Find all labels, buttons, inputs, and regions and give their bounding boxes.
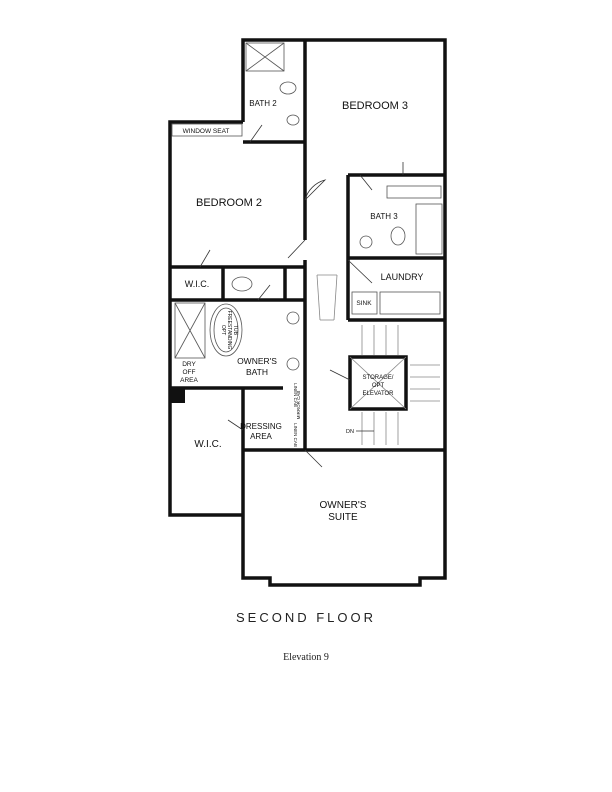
label-dressing-1: DRESSING (240, 422, 282, 431)
label-down: DN (346, 429, 354, 435)
label-bedroom3: BEDROOM 3 (342, 100, 408, 112)
label-storage-1: STORAGE/ (363, 375, 394, 381)
label-tub-2: FREESTANDING (226, 311, 232, 350)
label-wic-2: W.I.C. (194, 439, 221, 450)
label-storage-2: OPT (372, 383, 385, 389)
label-laundry: LAUNDRY (381, 272, 424, 282)
label-bath2: BATH 2 (249, 99, 277, 108)
label-linen-cab-2: LINEN CAB (293, 423, 298, 447)
label-owners-bath-2: BATH (246, 367, 268, 377)
label-bedroom2: BEDROOM 2 (196, 197, 262, 209)
label-dressing-2: AREA (250, 432, 272, 441)
label-dry-off-3: AREA (180, 377, 198, 384)
label-owners-suite-1: OWNER'S (320, 500, 367, 511)
label-window-seat: WINDOW SEAT (183, 128, 230, 135)
label-tub-1: OPT (220, 325, 226, 335)
room-labels: BEDROOM 3 BATH 2 WINDOW SEAT BEDROOM 2 B… (180, 99, 423, 523)
label-linen-cab: LINEN CAB (293, 383, 298, 407)
fixtures (171, 42, 443, 445)
label-owners-bath-1: OWNER'S (237, 356, 277, 366)
label-storage-3: ELEVATOR (362, 391, 394, 397)
doors (199, 124, 404, 468)
elevation-label: Elevation 9 (283, 652, 329, 663)
label-bath3: BATH 3 (370, 212, 398, 221)
walls (168, 38, 447, 587)
column (171, 389, 185, 403)
label-sink: SINK (356, 300, 372, 307)
label-dry-off-1: DRY (182, 361, 196, 368)
label-mirror-cab: MIRROR CAB (296, 391, 301, 420)
label-dry-off-2: OFF (183, 369, 196, 376)
label-wic-1: W.I.C. (185, 279, 210, 289)
label-tub-3: TUB (232, 325, 238, 336)
label-owners-suite-2: SUITE (328, 512, 358, 523)
floor-title: SECOND FLOOR (235, 610, 376, 625)
